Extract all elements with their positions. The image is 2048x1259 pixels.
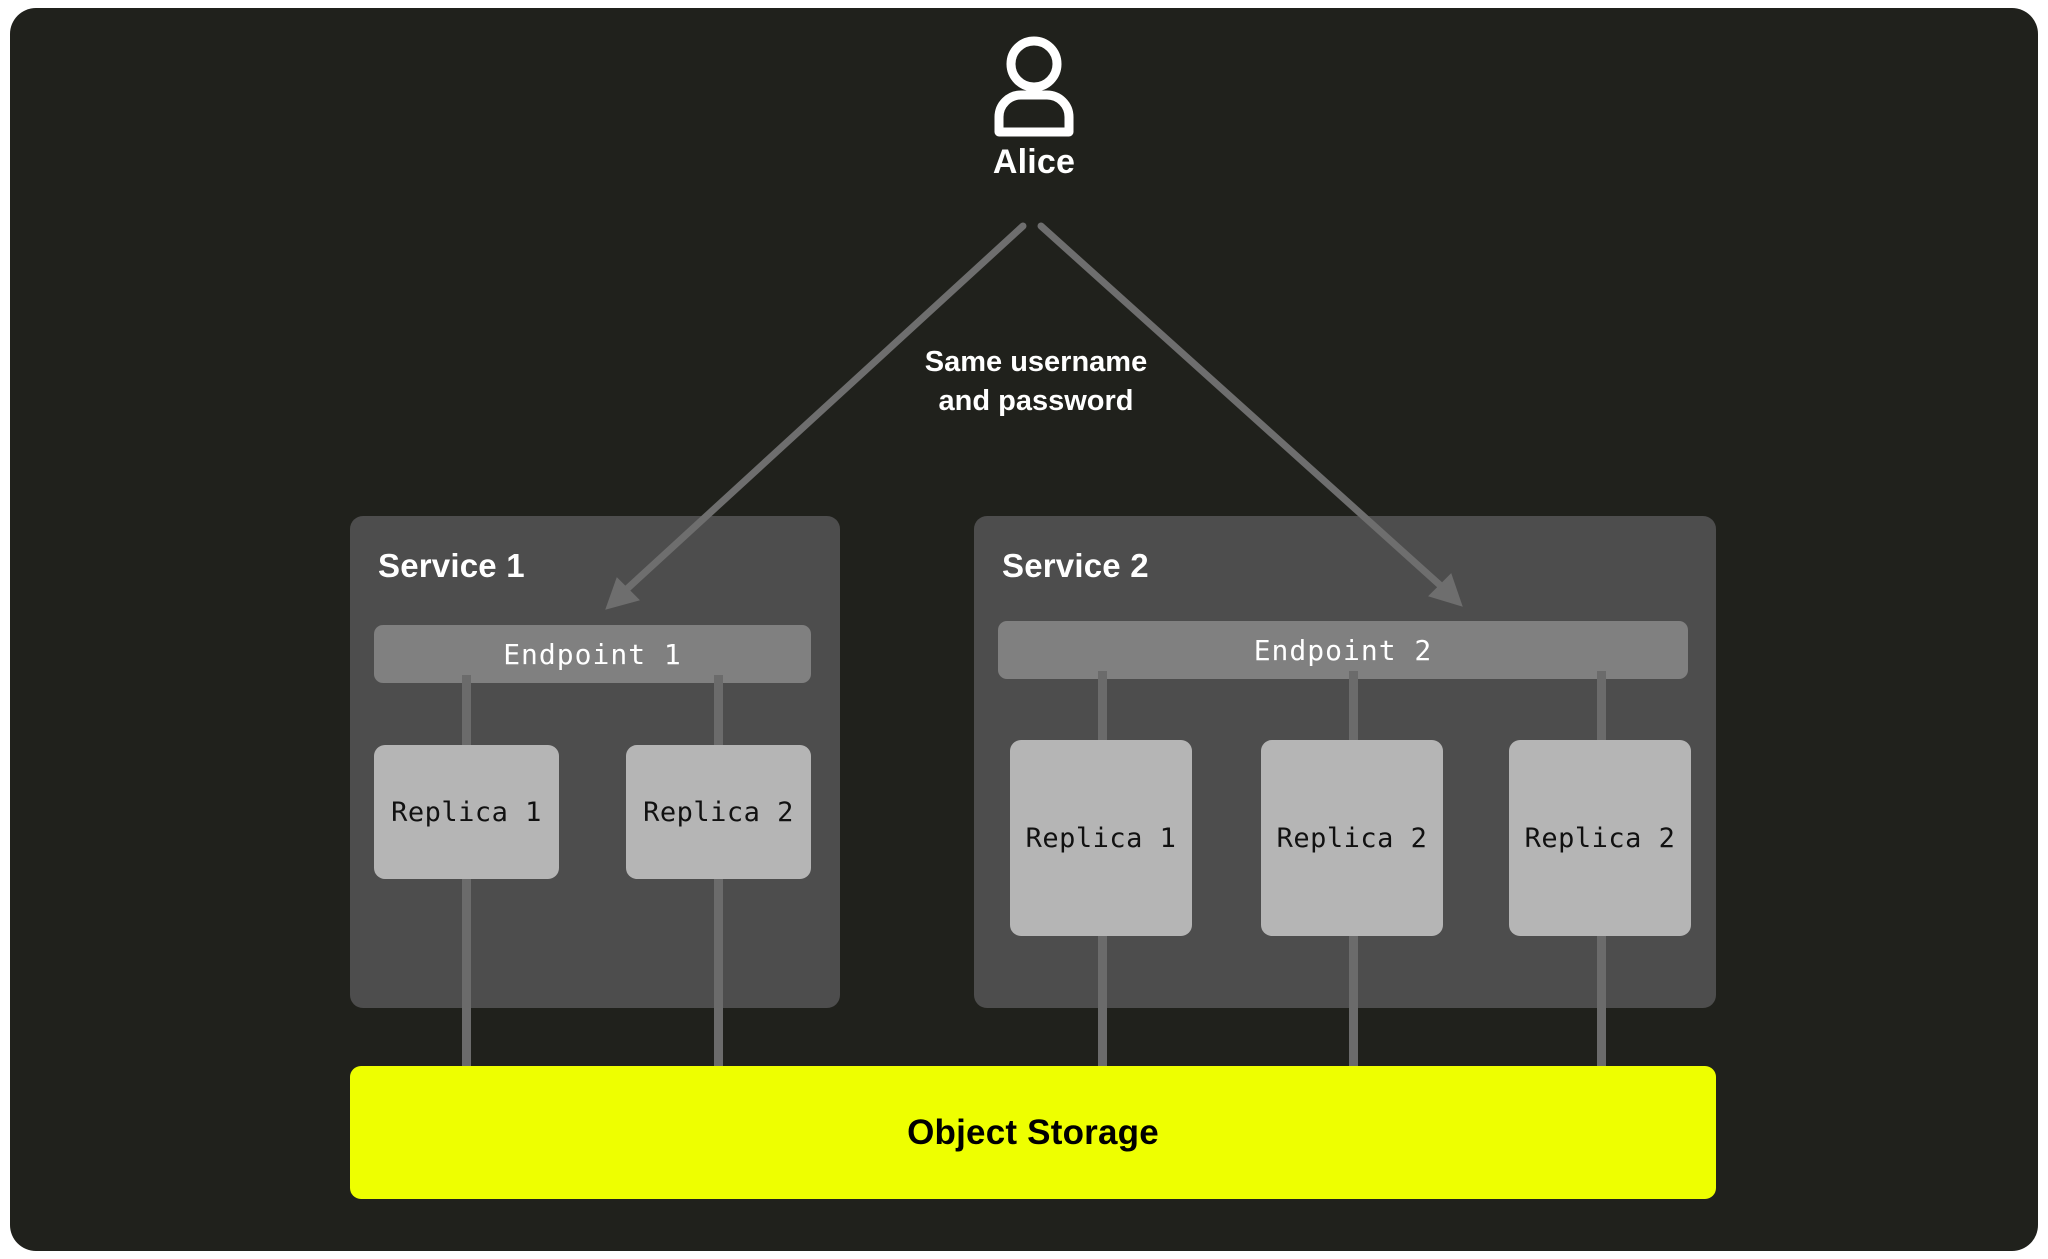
service-panel-2: Service 2 Endpoint 2 Replica 1 Replica 2… xyxy=(974,516,1716,1008)
service-2-replica-1[interactable]: Replica 1 xyxy=(1010,740,1192,936)
service-panel-1: Service 1 Endpoint 1 Replica 1 Replica 2 xyxy=(350,516,840,1008)
actor-alice: Alice xyxy=(974,33,1094,208)
shared-credentials-annotation: Same username and password xyxy=(816,343,1256,420)
person-icon xyxy=(994,36,1074,137)
service-1-replica-1[interactable]: Replica 1 xyxy=(374,745,559,879)
service-2-replica-3[interactable]: Replica 2 xyxy=(1509,740,1691,936)
endpoint-2[interactable]: Endpoint 2 xyxy=(998,621,1688,679)
annotation-line-2: and password xyxy=(938,384,1134,417)
annotation-line-1: Same username xyxy=(924,346,1148,378)
service-2-replica-2[interactable]: Replica 2 xyxy=(1261,740,1443,936)
endpoint-1[interactable]: Endpoint 1 xyxy=(374,625,811,683)
service-2-title: Service 2 xyxy=(1002,547,1149,584)
object-storage-node[interactable]: Object Storage xyxy=(350,1066,1716,1199)
object-storage-label: Object Storage xyxy=(907,1112,1159,1152)
service-1-title: Service 1 xyxy=(378,547,525,584)
service-1-replica-2[interactable]: Replica 2 xyxy=(626,745,811,879)
actor-label: Alice xyxy=(992,143,1076,181)
diagram-canvas: Alice Same username and password Service… xyxy=(10,8,2038,1251)
